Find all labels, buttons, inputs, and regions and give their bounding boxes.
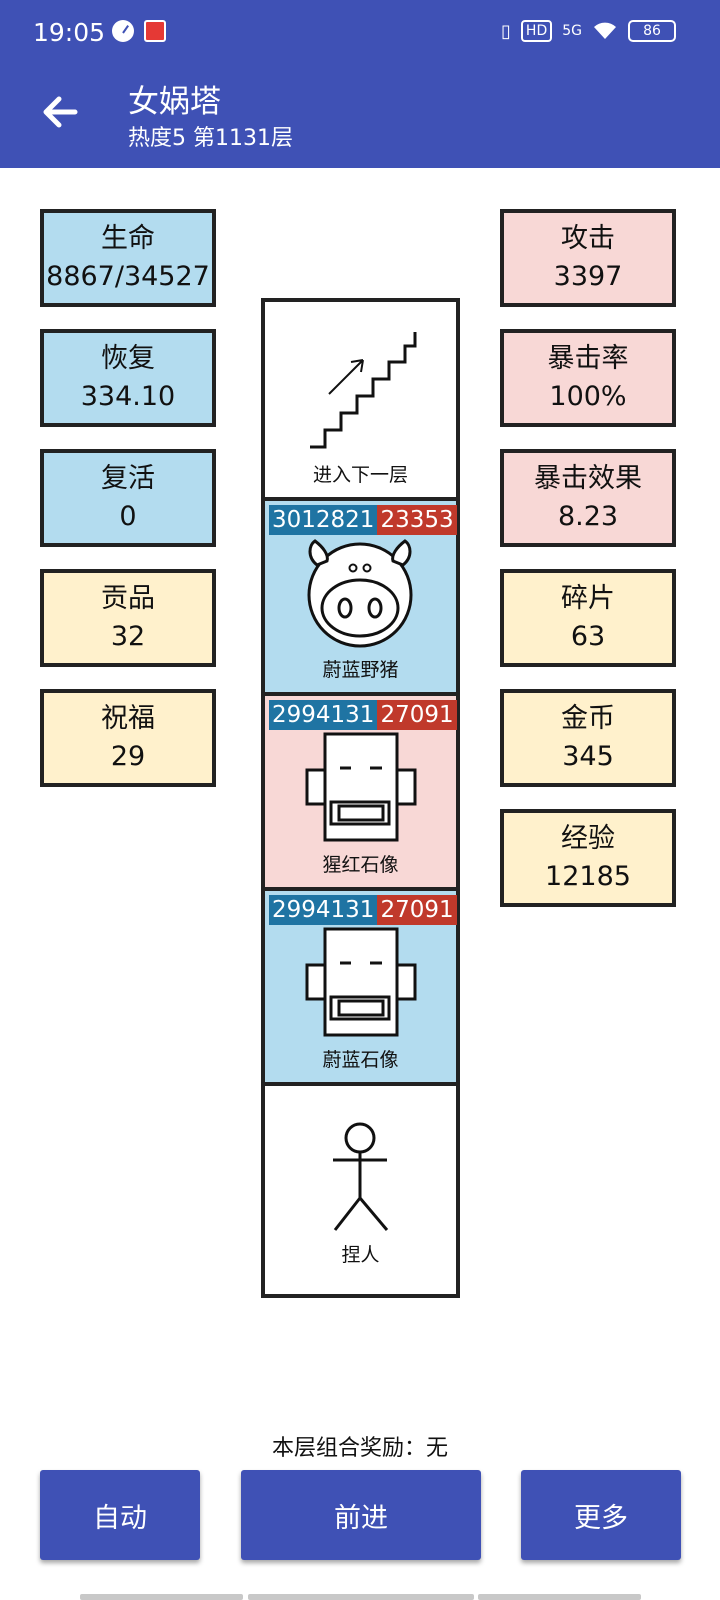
- floor-label: 蔚蓝野猪: [322, 659, 399, 681]
- monster-hp: 3012821: [269, 505, 378, 535]
- stick-figure-icon: [333, 1122, 389, 1231]
- monster-hp: 2994131: [269, 700, 378, 730]
- stat-label: 金币: [561, 703, 615, 734]
- floor-reward-text: 本层组合奖励：无: [271, 1436, 448, 1461]
- monster-cell-red-statue[interactable]: 2994131 27091 猩红石像: [265, 692, 457, 887]
- stat-label: 暴击效果: [534, 463, 642, 494]
- stat-value: 63: [570, 621, 606, 652]
- stat-value: 345: [562, 741, 614, 772]
- stat-blessing: 祝福 29: [40, 689, 216, 787]
- stat-experience: 经验 12185: [500, 809, 676, 907]
- stat-value: 8867/34527: [46, 261, 210, 292]
- stat-crit-rate: 暴击率 100%: [500, 329, 676, 427]
- stat-fragments: 碎片 63: [500, 569, 676, 667]
- signal-5g-icon: 5G: [562, 23, 582, 39]
- stat-label: 暴击率: [547, 343, 629, 374]
- stat-tribute: 贡品 32: [40, 569, 216, 667]
- monster-attack: 23353: [377, 505, 457, 535]
- stat-label: 经验: [561, 823, 615, 854]
- stat-label: 恢复: [101, 343, 155, 374]
- tower: 进入下一层 3012821 23353 蔚蓝野猪 2994131 27091: [261, 298, 460, 1298]
- monster-stats-bar: 2994131 27091: [269, 895, 457, 925]
- stat-label: 贡品: [101, 583, 155, 614]
- stat-life: 生命 8867/34527: [40, 209, 216, 307]
- stat-value: 334.10: [80, 381, 176, 412]
- scroll-indicator: [478, 1594, 641, 1600]
- arrow-left-icon: [43, 96, 78, 128]
- status-time: 19:05: [33, 18, 106, 47]
- vibrate-icon: ▯: [501, 20, 511, 42]
- battery-icon: 86: [628, 20, 676, 42]
- hd-icon: HD: [520, 20, 553, 42]
- forward-button[interactable]: 前进: [241, 1470, 481, 1560]
- app-bar: 19:05 ▯ HD 5G 86 女娲塔 热度5 第1131层: [0, 0, 720, 168]
- wifi-icon: [594, 22, 616, 39]
- stat-gold: 金币 345: [500, 689, 676, 787]
- stat-value: 8.23: [557, 501, 619, 532]
- monster-stats-bar: 2994131 27091: [269, 700, 457, 730]
- stat-value: 12185: [545, 861, 631, 892]
- page-title: 女娲塔: [128, 84, 221, 120]
- stat-label: 祝福: [101, 703, 155, 734]
- next-floor-cell[interactable]: 进入下一层: [265, 302, 456, 497]
- status-system-icons: ▯ HD 5G 86: [501, 20, 676, 42]
- statue-icon: [305, 927, 417, 1037]
- scroll-indicator: [80, 1594, 243, 1600]
- stat-value: 3397: [553, 261, 623, 292]
- back-button[interactable]: [38, 92, 82, 132]
- monster-attack: 27091: [377, 895, 457, 925]
- floor-label: 蔚蓝石像: [322, 1049, 399, 1071]
- floor-label: 捏人: [341, 1244, 380, 1266]
- news-app-icon: [144, 20, 166, 42]
- monster-cell-blue-statue[interactable]: 2994131 27091 蔚蓝石像: [265, 887, 457, 1082]
- monster-cell-boar[interactable]: 3012821 23353 蔚蓝野猪: [265, 497, 457, 692]
- stat-label: 生命: [101, 223, 155, 254]
- scroll-indicator: [248, 1594, 474, 1600]
- stat-value: 29: [110, 741, 146, 772]
- status-notification-icons: [112, 20, 166, 42]
- player-cell[interactable]: 捏人: [265, 1082, 456, 1277]
- boar-icon: [307, 539, 413, 648]
- stat-label: 攻击: [561, 223, 615, 254]
- speedometer-icon: [112, 20, 134, 42]
- floor-label: 进入下一层: [312, 464, 408, 486]
- monster-attack: 27091: [377, 700, 457, 730]
- statue-icon: [305, 732, 417, 842]
- page-subtitle: 热度5 第1131层: [128, 126, 293, 151]
- stat-label: 碎片: [561, 583, 615, 614]
- auto-button[interactable]: 自动: [40, 1470, 200, 1560]
- more-button[interactable]: 更多: [521, 1470, 681, 1560]
- stat-revive: 复活 0: [40, 449, 216, 547]
- stat-value: 100%: [549, 381, 627, 412]
- stat-recovery: 恢复 334.10: [40, 329, 216, 427]
- stat-label: 复活: [101, 463, 155, 494]
- stat-attack: 攻击 3397: [500, 209, 676, 307]
- stat-value: 32: [110, 621, 146, 652]
- stat-value: 0: [119, 501, 137, 532]
- floor-label: 猩红石像: [322, 854, 399, 876]
- monster-stats-bar: 3012821 23353: [269, 505, 457, 535]
- monster-hp: 2994131: [269, 895, 378, 925]
- stat-crit-effect: 暴击效果 8.23: [500, 449, 676, 547]
- stairs-icon: [310, 332, 417, 449]
